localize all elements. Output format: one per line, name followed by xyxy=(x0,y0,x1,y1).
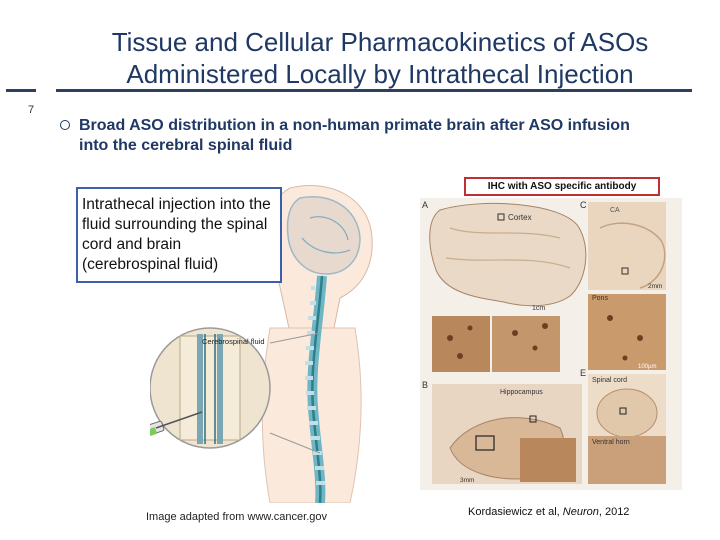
csf-label: Cerebrospinal fluid xyxy=(202,337,265,346)
ca-label: CA xyxy=(610,207,620,214)
scale-2mm-label: 2mm xyxy=(648,283,662,290)
title-rule-left xyxy=(6,89,36,92)
citation-authors: Kordasiewicz et al, xyxy=(468,506,563,518)
panel-a-micrographs xyxy=(432,316,560,372)
ihc-micrographs: A C B E Cortex CA Pons Hippocampus Spina… xyxy=(422,200,666,484)
spine-illustration: Cerebrospinal fluid xyxy=(150,184,373,503)
bullet-text: Broad ASO distribution in a non-human pr… xyxy=(79,117,630,154)
spinal-column xyxy=(305,275,327,503)
panel-b-label: B xyxy=(422,380,428,390)
spinal-cord-label: Spinal cord xyxy=(592,377,627,384)
csf-magnified-circle xyxy=(150,327,321,454)
syringe-icon xyxy=(150,411,203,444)
citation-year: , 2012 xyxy=(598,506,630,518)
bullet-circle-icon xyxy=(60,120,70,130)
cortex-label: Cortex xyxy=(508,213,532,222)
pons-label: Pons xyxy=(592,295,608,302)
slide-title: Tissue and Cellular Pharmacokinetics of … xyxy=(40,26,720,90)
panel-a-label: A xyxy=(422,200,428,210)
scale-100um-label: 100µm xyxy=(638,364,656,370)
slide-number: 7 xyxy=(28,104,35,116)
title-rule xyxy=(56,89,692,92)
panel-b-hippocampus xyxy=(432,384,582,484)
title-line-1: Tissue and Cellular Pharmacokinetics of … xyxy=(111,27,649,57)
head-silhouette xyxy=(267,184,373,334)
scale-3mm-label: 3mm xyxy=(460,477,474,484)
scale-1cm-label: 1cm xyxy=(532,305,545,312)
panel-e-spinal-cord xyxy=(588,374,666,484)
panel-a-brain-section xyxy=(429,202,587,307)
intrathecal-callout: Intrathecal injection into the fluid sur… xyxy=(76,187,282,283)
hippocampus-label: Hippocampus xyxy=(500,389,543,396)
panel-c-pons xyxy=(588,202,666,370)
image-credit: Image adapted from www.cancer.gov xyxy=(146,511,327,523)
citation-journal: Neuron xyxy=(562,506,599,518)
panel-c-label: C xyxy=(580,200,587,210)
ventral-horn-label: Ventral horn xyxy=(592,439,630,446)
citation: Kordasiewicz et al, Neuron, 2012 xyxy=(468,506,629,518)
panel-e-label: E xyxy=(580,368,586,378)
ihc-header: IHC with ASO specific antibody xyxy=(464,177,660,196)
title-line-2: Administered Locally by Intrathecal Inje… xyxy=(126,59,634,89)
